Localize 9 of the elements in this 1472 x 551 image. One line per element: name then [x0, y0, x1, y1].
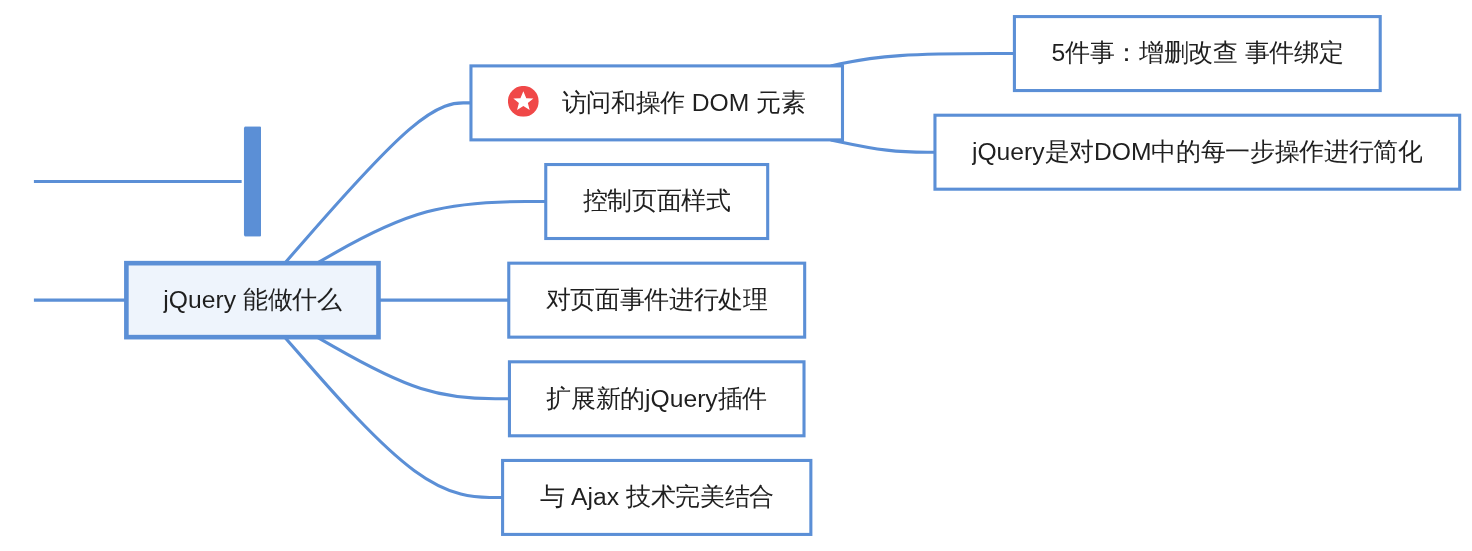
node-box: 与 Ajax 技术完美结合 [501, 458, 813, 536]
node-box: 对页面事件进行处理 [507, 261, 807, 339]
node-box: 扩展新的jQuery插件 [507, 360, 806, 438]
node-box: 控制页面样式 [544, 163, 770, 241]
connector [33, 179, 242, 184]
node-box: jQuery是对DOM中的每一步操作进行简化 [933, 113, 1462, 191]
node-box: jQuery 能做什么 [124, 260, 381, 340]
node-box: 访问和操作 DOM 元素 [469, 64, 845, 142]
node-box: 5件事：增删改查 事件绑定 [1012, 15, 1382, 93]
